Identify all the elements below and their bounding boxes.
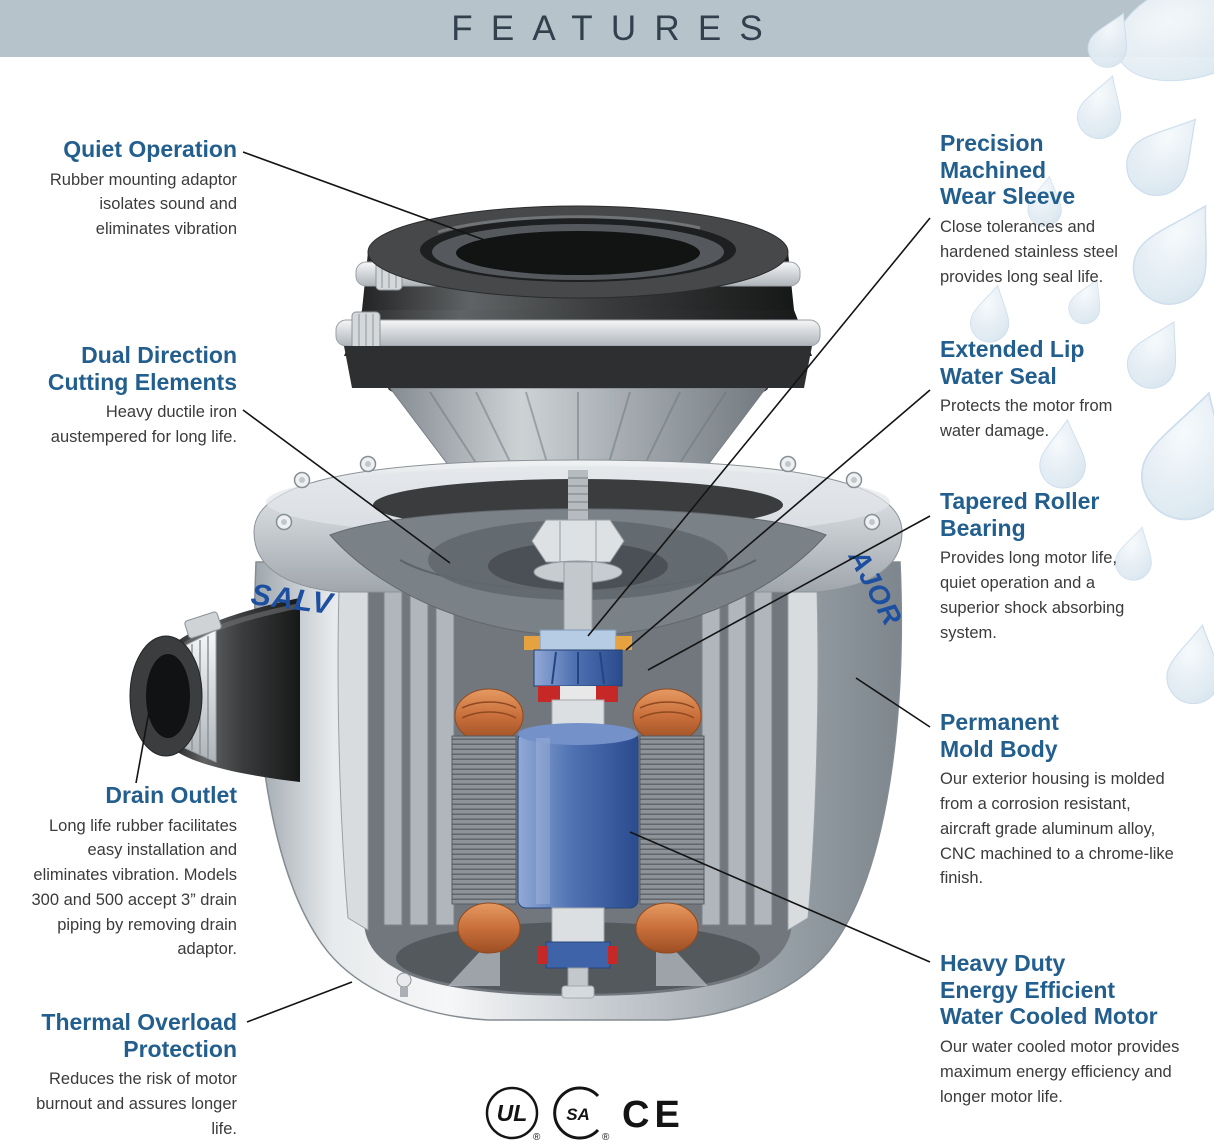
- motor-windings-bottom: [457, 902, 699, 954]
- callout-line-thermal: [246, 981, 353, 1023]
- svg-text:SA: SA: [566, 1105, 590, 1124]
- callout-line-heavy: [629, 831, 931, 963]
- certification-marks: UL ® SA ® CE: [485, 1086, 685, 1143]
- ce-icon: CE: [622, 1094, 685, 1136]
- callout-title: Precision Machined Wear Sleeve: [940, 130, 1076, 210]
- callout-body: Rubber mounting adaptor isolates sound a…: [49, 170, 237, 239]
- callout-line-quiet: [242, 151, 491, 243]
- flange-bolts: [275, 455, 881, 531]
- callout-tapered-roller-bearing: Tapered Roller Bearing Provides long mot…: [940, 488, 1145, 645]
- svg-text:UL: UL: [497, 1100, 528, 1126]
- callout-title: Permanent Mold Body: [940, 709, 1059, 762]
- callout-body: Close tolerances and hardened stainless …: [940, 218, 1118, 286]
- callout-title: Thermal Overload Protection: [41, 1009, 237, 1062]
- callout-body: Long life rubber facilitates easy instal…: [31, 816, 238, 959]
- shaft-assembly: [524, 470, 632, 735]
- callout-dual-direction-cutting-elements: Dual Direction Cutting Elements Heavy du…: [22, 342, 237, 450]
- callout-title: Quiet Operation: [63, 136, 237, 162]
- csa-icon: SA ®: [553, 1086, 610, 1143]
- drain-outlet-pipe: [129, 598, 300, 782]
- motor-assembly: [451, 688, 705, 999]
- callout-body: Our exterior housing is molded from a co…: [940, 770, 1174, 888]
- callout-permanent-mold-body: Permanent Mold Body Our exterior housing…: [940, 709, 1178, 891]
- callout-title: Drain Outlet: [105, 782, 237, 808]
- callout-drain-outlet: Drain Outlet Long life rubber facilitate…: [19, 782, 238, 962]
- callout-line-drain: [135, 705, 151, 784]
- lower-bearing: [538, 907, 618, 999]
- callout-title: Dual Direction Cutting Elements: [47, 342, 237, 395]
- callout-body: Reduces the risk of motor burnout and as…: [36, 1070, 237, 1138]
- water-droplets-decoration: [966, 0, 1214, 709]
- stator-right: [639, 735, 705, 905]
- svg-text:®: ®: [602, 1132, 610, 1143]
- callout-title: Heavy Duty Energy Efficient Water Cooled…: [940, 950, 1158, 1030]
- hex-nut: [531, 519, 625, 563]
- callout-body: Provides long motor life, quiet operatio…: [940, 549, 1125, 642]
- callout-body: Protects the motor from water damage.: [940, 397, 1113, 441]
- cooling-fins: [383, 584, 773, 926]
- callout-body: Heavy ductile iron austempered for long …: [50, 403, 237, 447]
- callout-precision-machined-wear-sleeve: Precision Machined Wear Sleeve Close tol…: [940, 130, 1145, 289]
- ul-icon: UL ®: [485, 1086, 541, 1143]
- callout-line-tapered: [647, 515, 931, 671]
- clamp-screw-lower: [351, 311, 381, 353]
- callout-extended-lip-water-seal: Extended Lip Water Seal Protects the mot…: [940, 336, 1145, 444]
- callout-thermal-overload-protection: Thermal Overload Protection Reduces the …: [19, 1009, 237, 1142]
- callout-line-permanent: [855, 677, 931, 728]
- callout-title: Extended Lip Water Seal: [940, 336, 1085, 389]
- callout-quiet-operation: Quiet Operation Rubber mounting adaptor …: [27, 136, 237, 242]
- bottom-bolt: [396, 972, 412, 997]
- callout-line-extended: [625, 389, 931, 651]
- callout-heavy-duty-motor: Heavy Duty Energy Efficient Water Cooled…: [940, 950, 1180, 1109]
- clamp-band-lower: [335, 319, 821, 347]
- callout-body: Our water cooled motor provides maximum …: [940, 1038, 1180, 1106]
- cut-face-right: [787, 559, 819, 931]
- mounting-adaptor: [335, 205, 821, 388]
- threaded-stud: [568, 470, 588, 520]
- disposer-illustration: SALV AJOR: [129, 205, 908, 1021]
- cut-face-left: [337, 559, 369, 931]
- svg-text:®: ®: [533, 1132, 541, 1143]
- features-banner: FEATURES: [0, 0, 1214, 57]
- callout-title: Tapered Roller Bearing: [940, 488, 1100, 541]
- page-title: FEATURES: [451, 8, 781, 48]
- svg-text:CE: CE: [622, 1094, 685, 1136]
- callout-line-dual: [242, 409, 451, 564]
- callout-line-precision: [587, 217, 931, 637]
- callout-lines: [135, 151, 931, 1023]
- stator-left: [451, 735, 517, 905]
- shaft: [563, 561, 593, 641]
- wear-sleeve: [539, 629, 617, 651]
